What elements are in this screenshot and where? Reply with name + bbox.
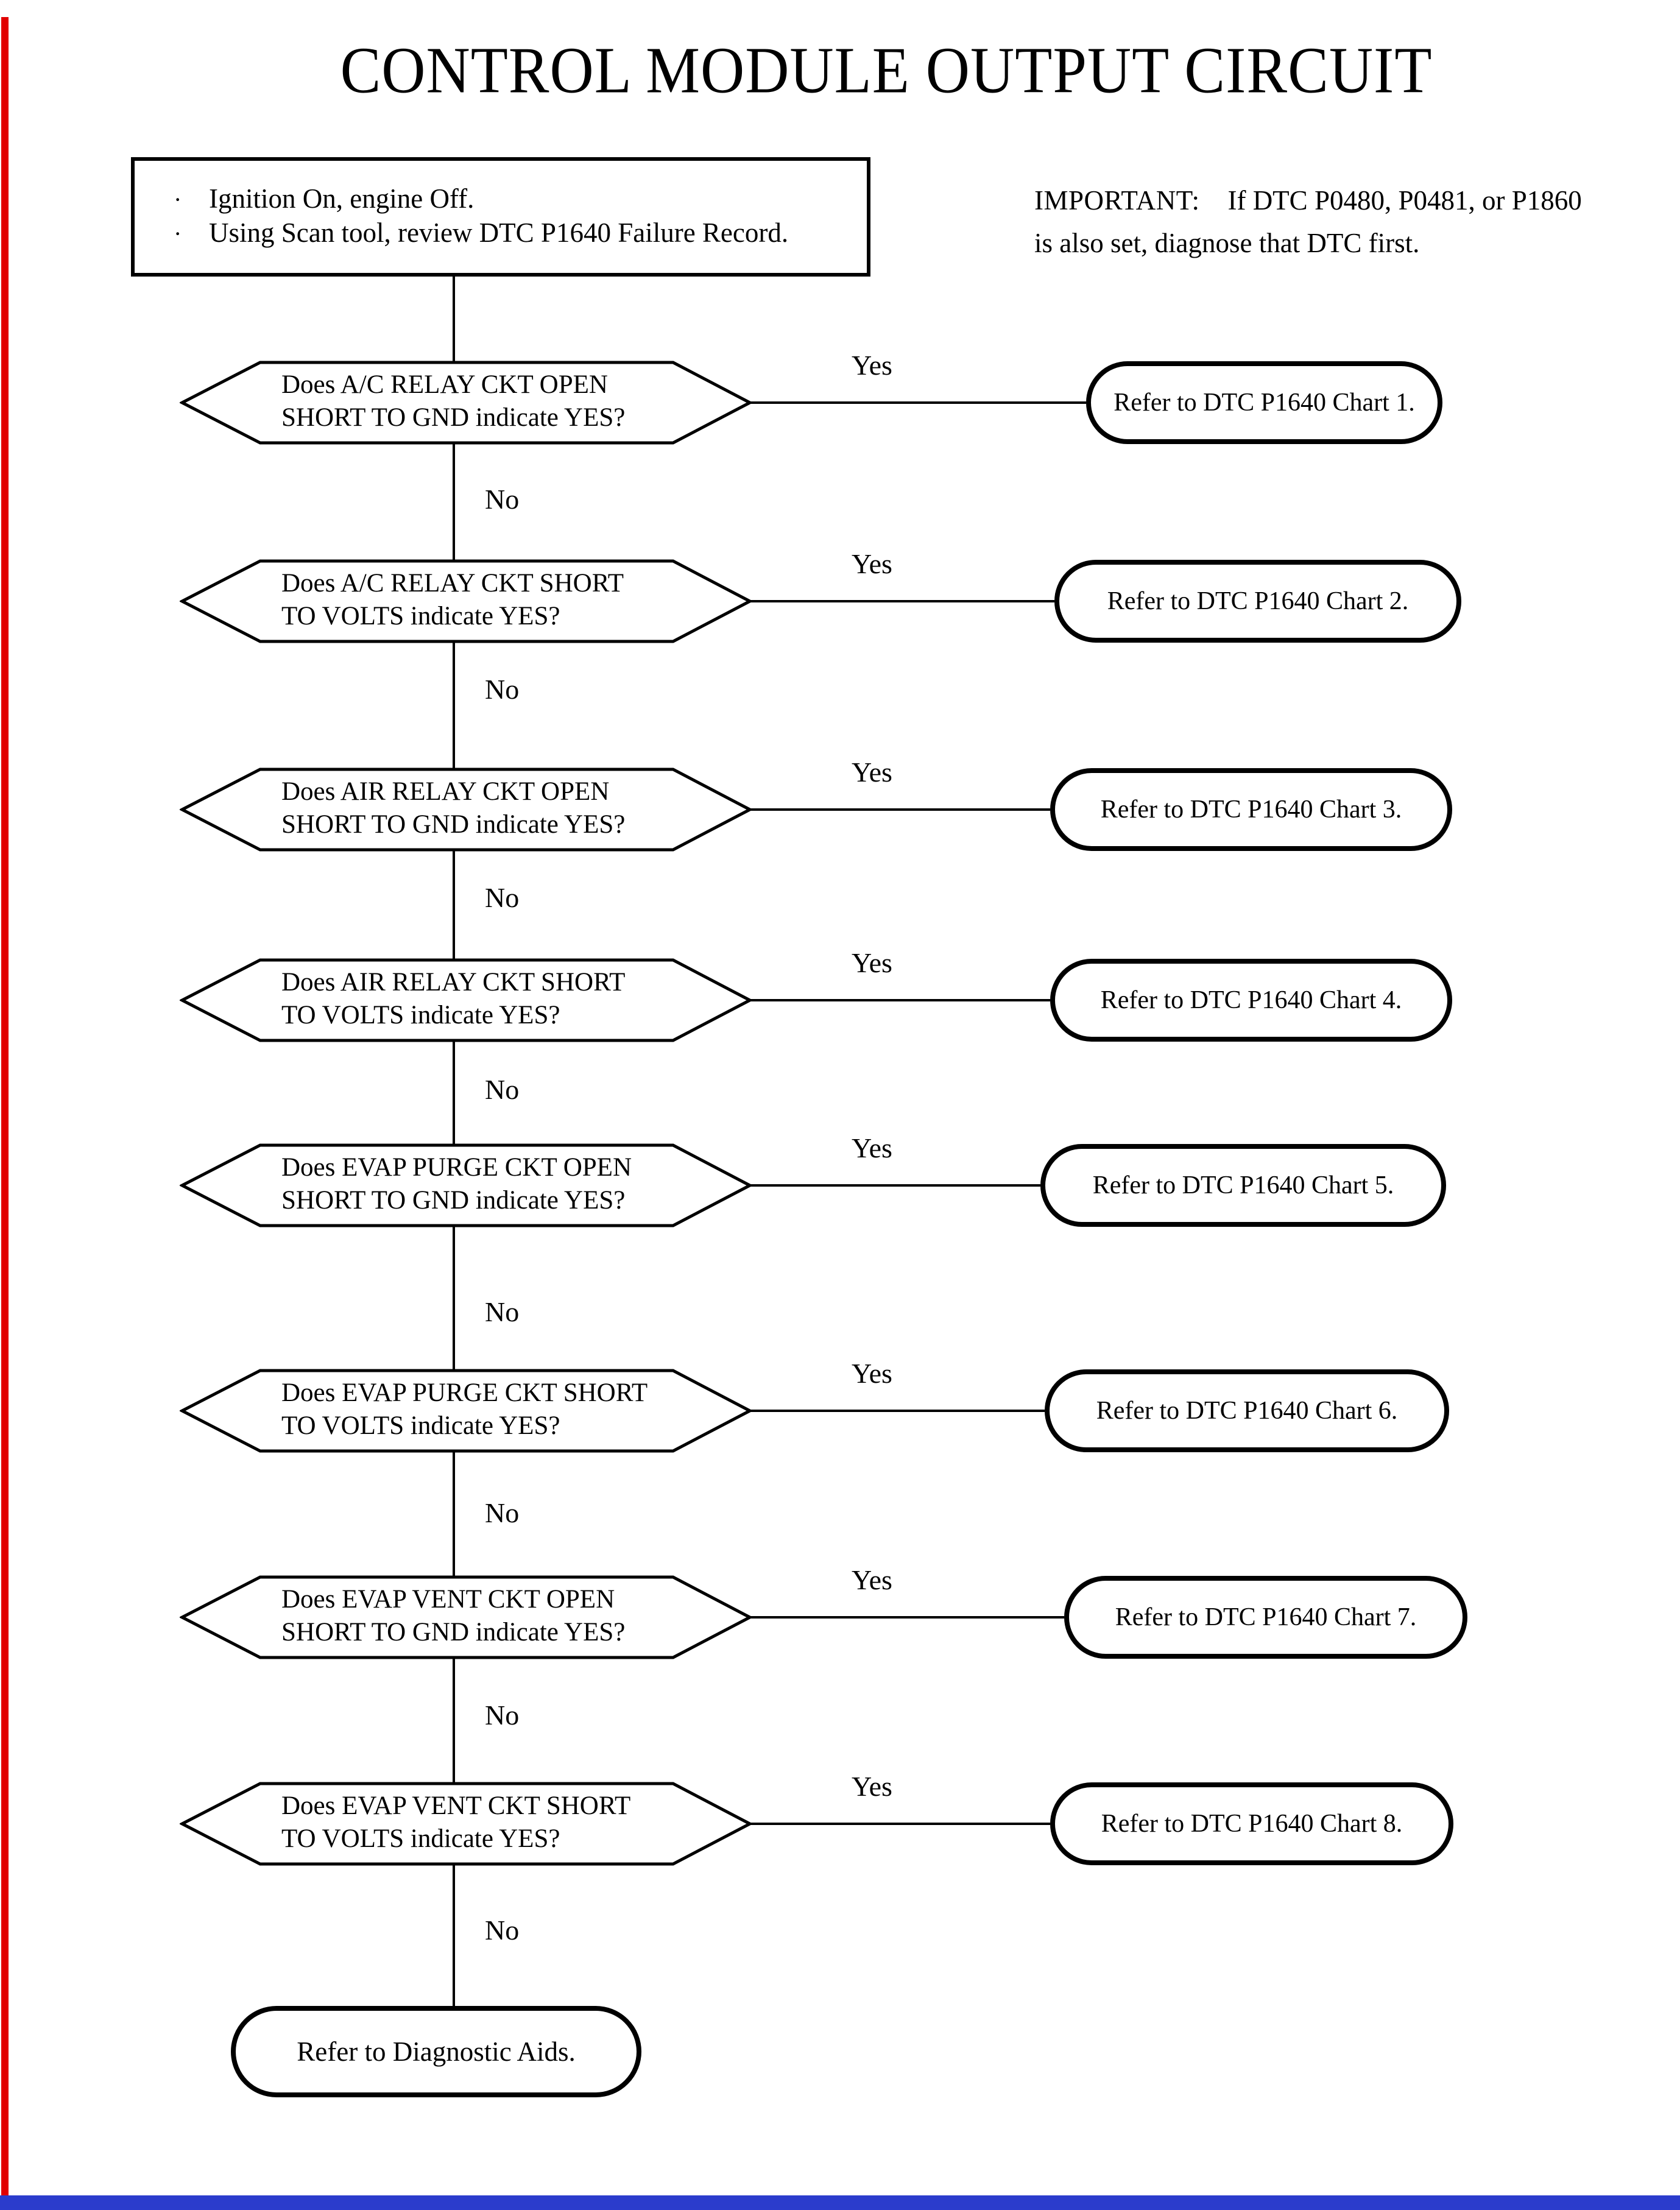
no-label: No xyxy=(485,1296,520,1327)
yes-connector-line xyxy=(748,808,1050,811)
bullet-item: · Ignition On, engine Off. xyxy=(174,183,867,217)
bullet-item: · Using Scan tool, review DTC P1640 Fail… xyxy=(174,217,867,251)
important-line-2: is also set, diagnose that DTC first. xyxy=(1034,228,1420,258)
result-text: Refer to DTC P1640 Chart 8. xyxy=(1101,1810,1403,1838)
result-text: Refer to DTC P1640 Chart 7. xyxy=(1115,1603,1417,1631)
no-label: No xyxy=(485,882,520,913)
yes-label: Yes xyxy=(852,1564,892,1595)
result-stadium: Refer to DTC P1640 Chart 8. xyxy=(1050,1782,1453,1865)
important-line-1: IMPORTANT: If DTC P0480, P0481, or P1860 xyxy=(1034,179,1631,222)
question-line-2: TO VOLTS indicate YES? xyxy=(281,1824,560,1853)
question-line-2: SHORT TO GND indicate YES? xyxy=(281,1186,626,1215)
decision-question: Does EVAP VENT CKT OPEN SHORT TO GND ind… xyxy=(281,1583,732,1649)
decision-hexagon xyxy=(180,559,752,643)
yes-connector-line xyxy=(748,1823,1050,1825)
important-note: IMPORTANT:If DTC P0480, P0481, or P1860 … xyxy=(1034,179,1631,264)
final-stadium: Refer to Diagnostic Aids. xyxy=(231,2006,641,2097)
yes-label: Yes xyxy=(852,350,892,381)
bottom-page-edge-marker xyxy=(0,2195,1680,2210)
final-text: Refer to Diagnostic Aids. xyxy=(297,2036,576,2067)
question-line-1: Does EVAP VENT CKT OPEN xyxy=(281,1585,615,1614)
question-line-2: TO VOLTS indicate YES? xyxy=(281,1001,560,1029)
question-line-1: Does A/C RELAY CKT OPEN xyxy=(281,370,608,399)
hexagon-shape xyxy=(180,1369,752,1453)
result-stadium: Refer to DTC P1640 Chart 4. xyxy=(1050,959,1452,1042)
decision-question: Does A/C RELAY CKT SHORT TO VOLTS indica… xyxy=(281,567,732,633)
result-stadium: Refer to DTC P1640 Chart 3. xyxy=(1050,768,1452,851)
yes-connector-line xyxy=(748,1184,1040,1187)
question-line-1: Does AIR RELAY CKT OPEN xyxy=(281,777,610,806)
question-line-2: SHORT TO GND indicate YES? xyxy=(281,1618,626,1647)
decision-hexagon xyxy=(180,1782,752,1866)
decision-hexagon xyxy=(180,1369,752,1453)
yes-label: Yes xyxy=(852,757,892,788)
precondition-text: Ignition On, engine Off. xyxy=(209,183,475,214)
page-title: CONTROL MODULE OUTPUT CIRCUIT xyxy=(340,34,1433,107)
decision-hexagon xyxy=(180,361,752,445)
yes-label: Yes xyxy=(852,1132,892,1163)
decision-question: Does EVAP PURGE CKT OPEN SHORT TO GND in… xyxy=(281,1151,732,1217)
decision-question: Does EVAP PURGE CKT SHORT TO VOLTS indic… xyxy=(281,1377,732,1442)
question-line-1: Does EVAP PURGE CKT SHORT xyxy=(281,1379,648,1407)
yes-connector-line xyxy=(748,1616,1064,1619)
hexagon-shape xyxy=(180,559,752,643)
flow-spine-line xyxy=(453,277,455,2007)
question-line-2: SHORT TO GND indicate YES? xyxy=(281,403,626,432)
no-label: No xyxy=(485,674,520,705)
result-text: Refer to DTC P1640 Chart 3. xyxy=(1100,796,1402,824)
hexagon-shape xyxy=(180,1575,752,1659)
yes-label: Yes xyxy=(852,1358,892,1389)
preconditions-box: · Ignition On, engine Off. · Using Scan … xyxy=(131,157,870,277)
result-stadium: Refer to DTC P1640 Chart 7. xyxy=(1064,1576,1467,1659)
decision-question: Does AIR RELAY CKT OPEN SHORT TO GND ind… xyxy=(281,775,732,841)
result-stadium: Refer to DTC P1640 Chart 5. xyxy=(1040,1144,1446,1227)
decision-hexagon xyxy=(180,1575,752,1659)
yes-connector-line xyxy=(748,401,1086,404)
hexagon-shape xyxy=(180,768,752,852)
hexagon-shape xyxy=(180,361,752,445)
question-line-1: Does A/C RELAY CKT SHORT xyxy=(281,569,624,598)
question-line-1: Does AIR RELAY CKT SHORT xyxy=(281,968,626,997)
important-text: If DTC P0480, P0481, or P1860 xyxy=(1227,185,1582,216)
decision-hexagon xyxy=(180,768,752,852)
left-page-edge-marker xyxy=(1,17,9,2197)
result-stadium: Refer to DTC P1640 Chart 1. xyxy=(1086,361,1442,444)
result-text: Refer to DTC P1640 Chart 4. xyxy=(1100,986,1402,1014)
question-line-2: TO VOLTS indicate YES? xyxy=(281,1411,560,1440)
result-text: Refer to DTC P1640 Chart 2. xyxy=(1107,587,1409,615)
decision-question: Does A/C RELAY CKT OPEN SHORT TO GND ind… xyxy=(281,369,732,434)
yes-connector-line xyxy=(748,600,1054,602)
yes-label: Yes xyxy=(852,947,892,978)
yes-connector-line xyxy=(748,1410,1045,1412)
important-label: IMPORTANT: xyxy=(1034,185,1200,216)
hexagon-shape xyxy=(180,958,752,1042)
no-label: No xyxy=(485,1497,520,1528)
yes-label: Yes xyxy=(852,1771,892,1802)
decision-question: Does EVAP VENT CKT SHORT TO VOLTS indica… xyxy=(281,1790,732,1855)
bullet-icon: · xyxy=(174,186,182,213)
result-text: Refer to DTC P1640 Chart 5. xyxy=(1092,1171,1394,1199)
no-label: No xyxy=(485,1700,520,1731)
yes-label: Yes xyxy=(852,548,892,579)
no-label: No xyxy=(485,1915,520,1946)
question-line-1: Does EVAP PURGE CKT OPEN xyxy=(281,1153,632,1182)
decision-hexagon xyxy=(180,1143,752,1227)
result-stadium: Refer to DTC P1640 Chart 6. xyxy=(1045,1369,1449,1452)
decision-question: Does AIR RELAY CKT SHORT TO VOLTS indica… xyxy=(281,966,732,1032)
question-line-1: Does EVAP VENT CKT SHORT xyxy=(281,1792,631,1820)
result-text: Refer to DTC P1640 Chart 6. xyxy=(1096,1397,1398,1425)
no-label: No xyxy=(485,484,520,515)
hexagon-shape xyxy=(180,1143,752,1227)
yes-connector-line xyxy=(748,999,1050,1001)
no-label: No xyxy=(485,1074,520,1105)
bullet-icon: · xyxy=(174,220,182,247)
question-line-2: SHORT TO GND indicate YES? xyxy=(281,810,626,839)
hexagon-shape xyxy=(180,1782,752,1866)
result-text: Refer to DTC P1640 Chart 1. xyxy=(1114,389,1415,417)
question-line-2: TO VOLTS indicate YES? xyxy=(281,602,560,630)
precondition-text: Using Scan tool, review DTC P1640 Failur… xyxy=(209,217,789,248)
decision-hexagon xyxy=(180,958,752,1042)
result-stadium: Refer to DTC P1640 Chart 2. xyxy=(1054,560,1461,643)
